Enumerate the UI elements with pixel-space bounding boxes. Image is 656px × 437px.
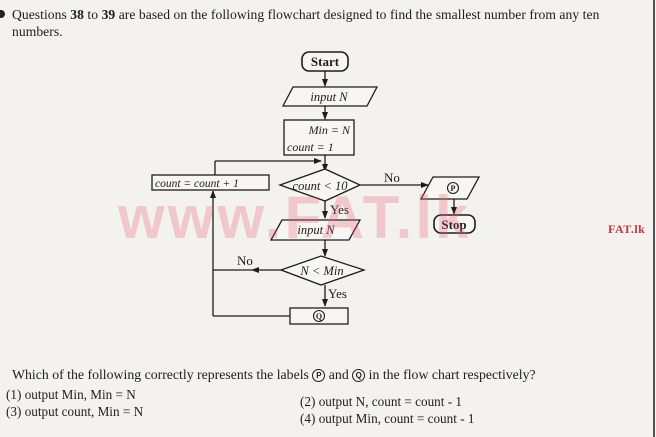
increment-process-box: count = count + 1 <box>151 174 270 191</box>
svg-text:count < 10: count < 10 <box>293 179 349 193</box>
svg-text:P: P <box>451 184 456 193</box>
input-n-parallelogram-2: input N <box>269 219 362 241</box>
init-process-box: Min = N count = 1 <box>283 119 355 156</box>
label-q-icon: Q <box>352 369 366 382</box>
svg-text:count = count + 1: count = count + 1 <box>155 178 239 190</box>
process-q-box: Q <box>289 307 349 325</box>
question-intro: Questions 38 to 39 are based on the foll… <box>12 7 600 39</box>
decision1-yes-label: Yes <box>330 202 349 217</box>
bullet-marker <box>0 10 5 18</box>
decision-count-less-than-10: count < 10 <box>278 168 362 202</box>
page-edge-rule <box>653 0 655 437</box>
svg-text:N < Min: N < Min <box>299 264 343 278</box>
decision-n-less-than-min: N < Min <box>279 255 367 286</box>
decision2-no-label: No <box>237 253 253 268</box>
decision1-no-label: No <box>384 170 400 185</box>
svg-text:Start: Start <box>311 54 340 69</box>
option-1[interactable]: (1) output Min, Min = N <box>6 387 136 402</box>
start-terminal: Start <box>301 51 349 72</box>
option-3[interactable]: (3) output count, Min = N <box>6 404 144 419</box>
svg-text:Min = N: Min = N <box>308 123 351 137</box>
svg-text:Stop: Stop <box>441 217 466 232</box>
input-n-parallelogram: input N <box>281 86 379 107</box>
decision2-yes-label: Yes <box>328 286 347 301</box>
question-text: Which of the following correctly represe… <box>12 367 536 382</box>
question-start-number: 38 <box>70 7 84 22</box>
svg-text:input N: input N <box>310 90 348 104</box>
option-4[interactable]: (4) output Min, count = count - 1 <box>300 411 475 426</box>
stop-terminal: Stop <box>433 214 476 234</box>
watermark-small: FAT.lk <box>608 222 646 236</box>
question-end-number: 39 <box>101 7 116 22</box>
svg-text:input N: input N <box>297 223 335 237</box>
option-2[interactable]: (2) output N, count = count - 1 <box>300 394 463 409</box>
svg-text:count = 1: count = 1 <box>287 140 334 154</box>
label-p-icon: P <box>312 369 326 382</box>
svg-text:Q: Q <box>316 312 322 321</box>
output-p-parallelogram: P <box>419 176 481 200</box>
